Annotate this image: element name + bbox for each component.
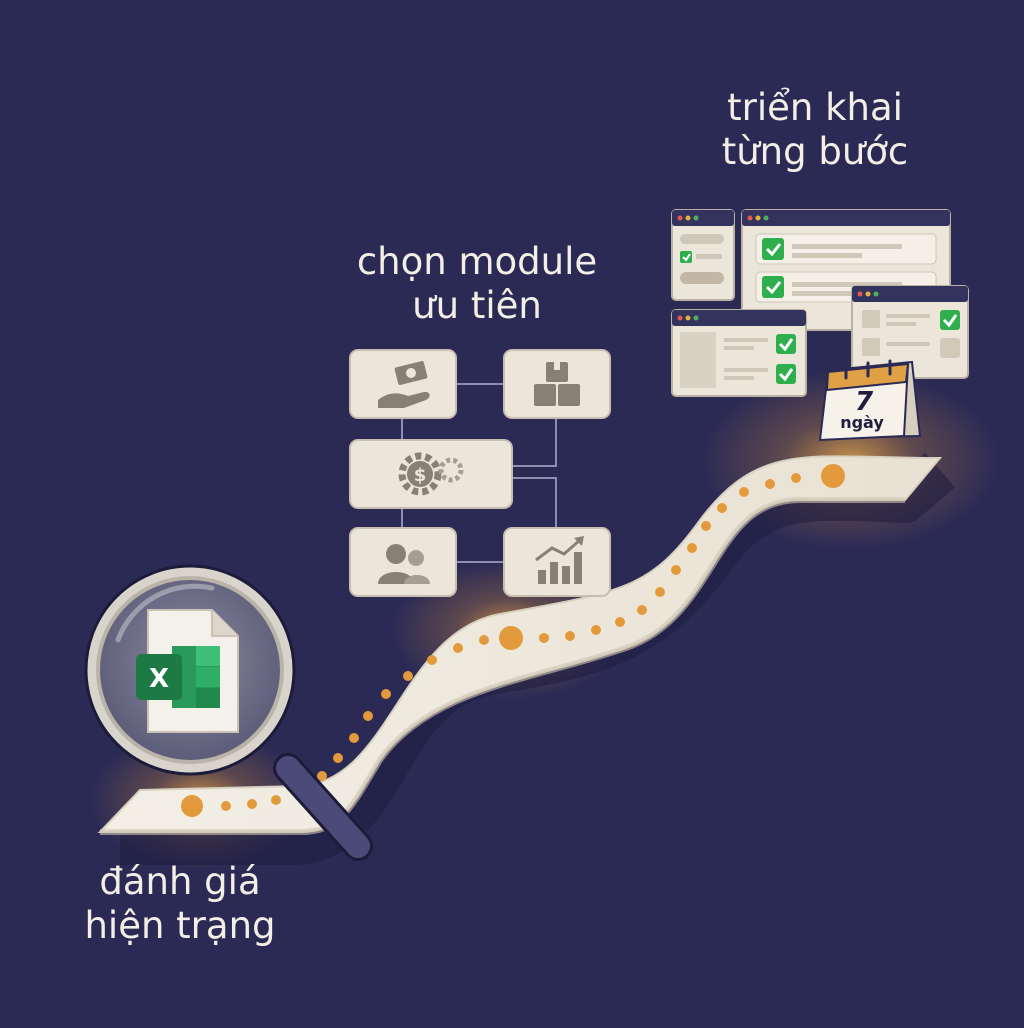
window-right bbox=[851, 285, 969, 379]
milestone-step3 bbox=[821, 464, 845, 488]
payment-hand-icon bbox=[378, 361, 430, 408]
module-connectors bbox=[401, 383, 557, 563]
window-bottom bbox=[671, 309, 807, 397]
milestone-step1 bbox=[181, 795, 203, 817]
module-card-growth bbox=[503, 527, 611, 597]
module-card-finance: $ bbox=[349, 439, 513, 509]
inventory-boxes-icon bbox=[534, 362, 580, 406]
users-icon bbox=[378, 544, 430, 584]
road-edge bbox=[100, 497, 905, 835]
caption-select-line2: ưu tiên bbox=[412, 284, 542, 327]
module-card-payment bbox=[349, 349, 457, 419]
module-card-users bbox=[349, 527, 457, 597]
caption-deploy-line1: triển khai bbox=[727, 86, 903, 129]
excel-letter: X bbox=[149, 664, 169, 694]
caption-assess-line1: đánh giá bbox=[99, 860, 261, 903]
module-card-inventory bbox=[503, 349, 611, 419]
caption-assess: đánh giá hiện trạng bbox=[30, 860, 330, 948]
caption-deploy: triển khai từng bước bbox=[650, 86, 980, 174]
calendar-number: 7 bbox=[855, 387, 874, 417]
window-small bbox=[671, 209, 735, 301]
calendar-icon: 7 ngày bbox=[818, 359, 922, 442]
caption-assess-line2: hiện trạng bbox=[84, 904, 276, 947]
caption-deploy-line2: từng bước bbox=[721, 130, 909, 173]
svg-text:$: $ bbox=[414, 465, 427, 486]
calendar-unit: ngày bbox=[840, 413, 884, 432]
caption-select-line1: chọn module bbox=[356, 240, 598, 283]
growth-chart-icon bbox=[535, 536, 584, 584]
checklist-windows-icon bbox=[671, 209, 969, 397]
milestone-step2 bbox=[499, 626, 523, 650]
spreadsheet-file-icon: X bbox=[136, 609, 239, 733]
settings-cost-gears-icon: $ bbox=[398, 452, 464, 496]
caption-select: chọn module ưu tiên bbox=[312, 240, 642, 328]
